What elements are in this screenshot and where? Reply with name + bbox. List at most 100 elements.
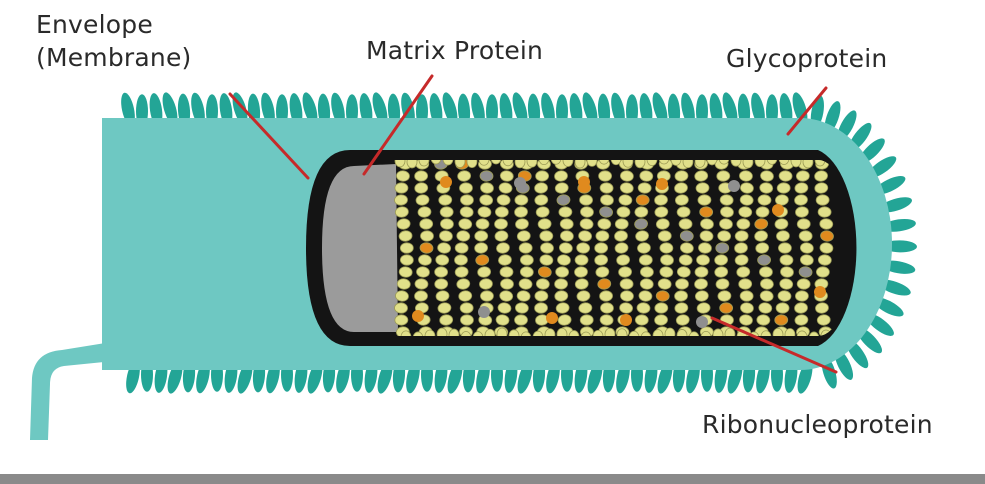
rnp-accent-dot: [578, 176, 590, 188]
rnp-bead: [515, 315, 528, 325]
rnp-bead: [395, 315, 408, 326]
rnp-bead: [434, 278, 448, 289]
bottom-border: [0, 474, 985, 484]
rnp-bead: [639, 255, 652, 266]
rnp-bead: [419, 218, 433, 229]
envelope-label-line1: Envelope: [36, 8, 192, 41]
rnp-bead: [480, 291, 493, 301]
rnp-accent-dot: [772, 204, 784, 216]
rnp-bead: [599, 171, 612, 181]
rnp-bead: [500, 278, 513, 289]
rnp-bead: [658, 231, 671, 242]
rnp-bead: [739, 279, 752, 290]
glycoprotein-label: Glycoprotein: [726, 42, 887, 75]
rnp-accent-dot: [546, 312, 558, 324]
rnp-bead: [720, 303, 733, 313]
rnp-bead: [535, 291, 548, 302]
envelope-label: Envelope (Membrane): [36, 8, 192, 74]
envelope-label-line2: (Membrane): [36, 41, 192, 74]
rnp-bead: [660, 243, 673, 254]
rnp-bead: [717, 171, 730, 182]
rnp-bead: [797, 219, 810, 230]
rnp-bead: [818, 207, 831, 218]
rnp-bead: [679, 219, 692, 230]
rnp-bead: [394, 303, 407, 314]
virion-tail: [30, 340, 124, 440]
rnp-bead: [600, 303, 613, 314]
rnp-bead: [779, 170, 793, 181]
rnp-accent-dot: [440, 176, 452, 188]
rnp-bead: [454, 255, 467, 266]
rnp-bead: [797, 278, 810, 289]
rnp-bead: [816, 267, 829, 277]
rnp-accent-dot: [412, 310, 424, 322]
rnp-bead: [759, 267, 772, 278]
rnp-bead: [515, 195, 528, 206]
rnp-bead: [495, 207, 508, 218]
rnp-bead: [757, 254, 771, 265]
rnp-bead: [756, 207, 769, 218]
rnp-bead: [635, 315, 648, 326]
rnp-bead: [778, 243, 791, 253]
rnp-bead: [799, 230, 813, 241]
rnp-bead: [816, 194, 830, 205]
rnp-bead: [536, 171, 549, 182]
rnp-bead: [640, 266, 654, 277]
rnp-bead: [420, 231, 433, 242]
rnp-bead: [414, 170, 428, 181]
rnp-bead: [555, 266, 569, 277]
rnp-bead: [554, 279, 567, 290]
rnp-bead: [579, 195, 592, 206]
rnp-bead: [395, 183, 408, 193]
rnp-bead: [435, 267, 448, 278]
rnp-bead: [540, 231, 553, 241]
rnp-bead: [520, 255, 533, 266]
rnp-bead: [776, 303, 789, 314]
rnp-bead: [414, 291, 427, 302]
rnp-bead: [534, 302, 548, 313]
rnp-bead: [599, 291, 612, 302]
rnp-bead: [617, 206, 631, 217]
rnp-bead: [440, 207, 453, 217]
rnp-bead: [575, 255, 588, 265]
rnp-accent-dot: [478, 306, 490, 318]
rnp-bead: [698, 195, 711, 206]
rnp-bead: [559, 207, 572, 218]
rnp-bead: [717, 230, 731, 241]
rnp-bead: [777, 183, 790, 194]
matrix-protein-layer: [322, 164, 398, 332]
matrix-protein-label: Matrix Protein: [366, 34, 543, 67]
rnp-bead: [594, 242, 608, 253]
rnp-bead: [500, 267, 513, 278]
rnp-bead: [615, 219, 628, 230]
rnp-bead: [494, 218, 508, 229]
rnp-bead: [655, 303, 668, 314]
rnp-bead: [460, 302, 474, 313]
rnp-accent-dot: [814, 286, 826, 298]
rnp-bead: [740, 290, 754, 301]
rnp-accent-dot: [728, 180, 740, 192]
rnp-accent-dot: [656, 178, 668, 190]
rnp-bead: [795, 291, 808, 302]
rnp-bead: [459, 183, 472, 194]
rnp-bead: [560, 218, 573, 229]
rnp-accent-dot: [696, 316, 708, 328]
rnp-bead: [695, 267, 708, 278]
rnp-bead: [480, 171, 493, 182]
rnp-bead: [696, 255, 709, 266]
rnp-bead: [455, 243, 468, 254]
rnp-bead: [400, 243, 413, 254]
rnp-bead: [636, 195, 649, 205]
rnp-bead: [460, 194, 474, 205]
rnp-bead: [460, 315, 473, 326]
rnp-bead: [716, 243, 729, 254]
rnp-bead: [475, 231, 488, 242]
rnp-bead: [580, 315, 593, 326]
rnp-bead: [620, 279, 633, 290]
rnp-bead: [519, 242, 533, 253]
rnp-bead: [656, 290, 670, 301]
rnp-bead: [596, 231, 609, 242]
rnp-bead: [675, 279, 688, 290]
rnp-bead: [774, 314, 788, 325]
